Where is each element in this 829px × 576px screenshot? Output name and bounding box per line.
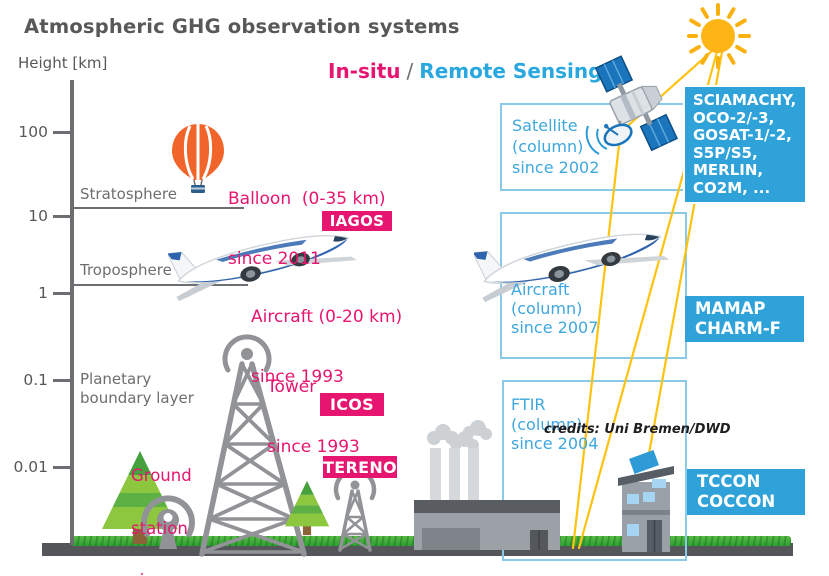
satellite-label-line2: (column)	[512, 137, 584, 156]
ground-station-line1: Ground	[131, 466, 192, 485]
axis-label: Height [km]	[18, 54, 108, 72]
sun-icon	[687, 3, 751, 69]
page-title: Atmospheric GHG observation systems	[24, 15, 460, 38]
satellite-icon	[585, 55, 679, 155]
legend-separator: /	[406, 59, 414, 83]
ground-station-antenna-icon	[141, 495, 195, 549]
tick-label-0-01: 0.01	[13, 458, 48, 476]
mission-name: OCO-2/-3,	[693, 108, 775, 127]
legend-remote-sensing: Remote Sensing	[419, 59, 603, 83]
tick-0-01	[53, 466, 71, 469]
ftir-label: FTIR (column) since 2004	[511, 395, 598, 454]
ftir-label-line1: FTIR	[511, 395, 546, 414]
network-name: TCCON	[697, 472, 761, 491]
ftir-networks-badge: TCCON COCCON	[687, 469, 805, 515]
instrument-name: MAMAP	[695, 299, 766, 318]
satellite-label-line1: Satellite	[512, 116, 578, 135]
mission-name: SCIAMACHY,	[693, 91, 797, 109]
tereno-badge: TERENO	[323, 456, 397, 478]
credits-text: credits: Uni Bremen/DWD	[544, 422, 731, 437]
tower-label-line1: Tower	[267, 377, 317, 397]
legend-insitu: In-situ	[328, 59, 401, 83]
troposphere-line	[72, 284, 248, 286]
balloon-label: Balloon (0-35 km) since 2011	[228, 149, 386, 309]
aircraft-column-box	[500, 212, 687, 359]
balloon-label-line2: since 2011	[228, 249, 321, 269]
ground-station-label: Ground station since 1959	[131, 432, 192, 576]
aircraft-insitu-label: Aircraft (0-20 km) since 1993	[251, 267, 402, 427]
tick-label-0-1: 0.1	[23, 371, 48, 389]
tick-label-100: 100	[18, 123, 48, 141]
aircraft-instruments-badge: MAMAP CHARM-F	[685, 296, 804, 342]
tower-label: Tower since 1993	[267, 337, 360, 497]
ground-station-line3: since	[131, 572, 192, 576]
satellite-label-line3: since 2002	[512, 158, 600, 177]
mission-name: CO2M, ...	[693, 178, 771, 197]
ftir-box	[502, 380, 687, 561]
mission-name: S5P/S5,	[693, 143, 758, 162]
balloon-label-line1: Balloon (0-35 km)	[228, 189, 386, 209]
satellite-missions-badge: SCIAMACHY, OCO-2/-3, GOSAT-1/-2, S5P/S5,…	[683, 85, 807, 204]
stratosphere-line	[72, 207, 244, 209]
factory-icon	[414, 420, 560, 550]
aircraft-column-line1: Aircraft	[511, 280, 570, 299]
icos-badge: ICOS	[320, 393, 384, 416]
aircraft-label-line2: since 1993	[251, 367, 344, 387]
tick-label-1: 1	[38, 284, 48, 302]
tick-10	[53, 215, 71, 218]
legend: In-situ/Remote Sensing	[328, 59, 602, 83]
tick-1	[53, 292, 71, 295]
ftir-spectrometer-icon	[629, 450, 659, 474]
smoke-icon	[427, 420, 492, 451]
aircraft-column-line3: since 2007	[511, 318, 599, 337]
iagos-badge: IAGOS	[322, 211, 392, 231]
mission-name: GOSAT-1/-2,	[693, 126, 792, 144]
satellite-label: Satellite (column) since 2002	[512, 115, 599, 178]
ftir-building-icon	[618, 450, 674, 552]
aircraft-column-label: Aircraft (column) since 2007	[511, 280, 598, 337]
pbl-label-line2: boundary layer	[80, 389, 194, 407]
ftir-label-line2: (column)	[511, 414, 583, 434]
mission-name: MERLIN,	[693, 161, 764, 179]
pbl-label-line1: Planetary	[80, 370, 152, 388]
tower-label-line2: since 1993	[267, 437, 360, 457]
instrument-name: CHARM-F	[695, 318, 781, 338]
ftir-label-line3: since 2004	[511, 434, 599, 453]
ground-station-line2: station	[131, 518, 188, 538]
tick-0-1	[53, 379, 71, 382]
tick-label-10: 10	[28, 207, 48, 225]
troposphere-label: Troposphere	[80, 261, 172, 279]
aircraft-column-line2: (column)	[511, 299, 583, 318]
balloon-icon	[172, 124, 224, 193]
stratosphere-label: Stratosphere	[80, 185, 177, 203]
y-axis-line	[70, 80, 74, 545]
tick-100	[53, 131, 71, 134]
pbl-label: Planetary boundary layer	[80, 370, 194, 408]
network-name: COCCON	[697, 491, 776, 511]
aircraft-label-line1: Aircraft (0-20 km)	[251, 307, 403, 327]
